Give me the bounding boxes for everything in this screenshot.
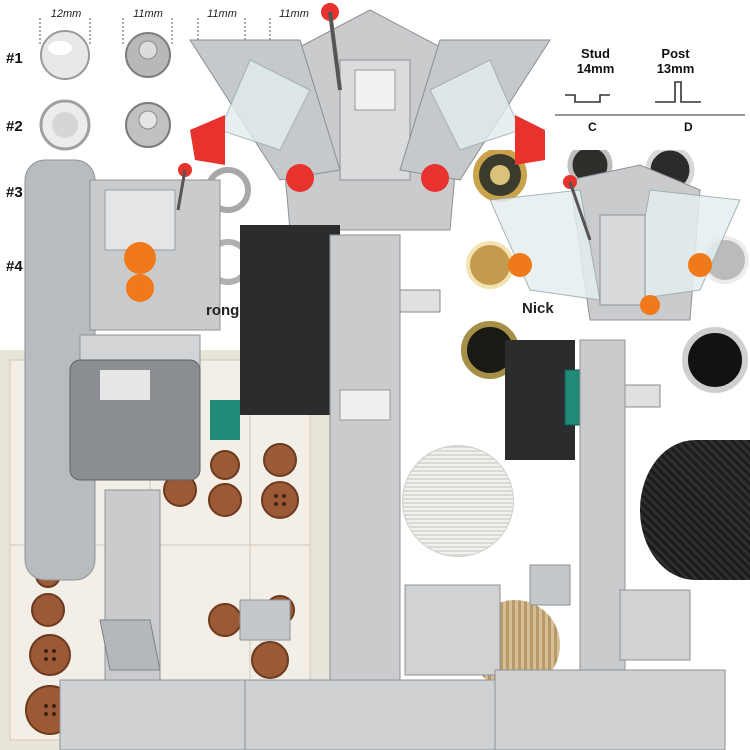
spec-post-size: 13mm bbox=[656, 61, 695, 76]
spec-post-title: Post bbox=[661, 46, 690, 61]
row-label-3: #3 bbox=[6, 184, 23, 201]
snap-buttons-background bbox=[460, 150, 750, 400]
partial-text-right: Nick bbox=[522, 300, 554, 317]
size-label-2: 11mm bbox=[133, 8, 163, 20]
center-snap-machine bbox=[180, 0, 560, 750]
spec-stud-size: 14mm bbox=[576, 61, 615, 76]
row-label-1: #1 bbox=[6, 50, 23, 67]
size-label-1: 12mm bbox=[50, 8, 82, 20]
sample-buttons-panel bbox=[0, 0, 290, 290]
white-fabric-swatch bbox=[402, 445, 514, 557]
spec-stud-title: Stud bbox=[581, 46, 610, 61]
spec-diagram bbox=[555, 40, 745, 135]
right-snap-machine bbox=[470, 160, 750, 750]
row-label-2: #2 bbox=[6, 118, 23, 135]
size-label-4: 11mm bbox=[279, 8, 309, 20]
row-label-4: #4 bbox=[6, 258, 23, 275]
spec-stud-letter: C bbox=[588, 120, 597, 134]
left-snap-machine bbox=[10, 150, 250, 750]
partial-text-left: rong bbox=[206, 302, 240, 319]
black-fabric-swatch bbox=[640, 440, 750, 580]
size-label-3: 11mm bbox=[207, 8, 237, 20]
spec-post-letter: D bbox=[684, 120, 693, 134]
